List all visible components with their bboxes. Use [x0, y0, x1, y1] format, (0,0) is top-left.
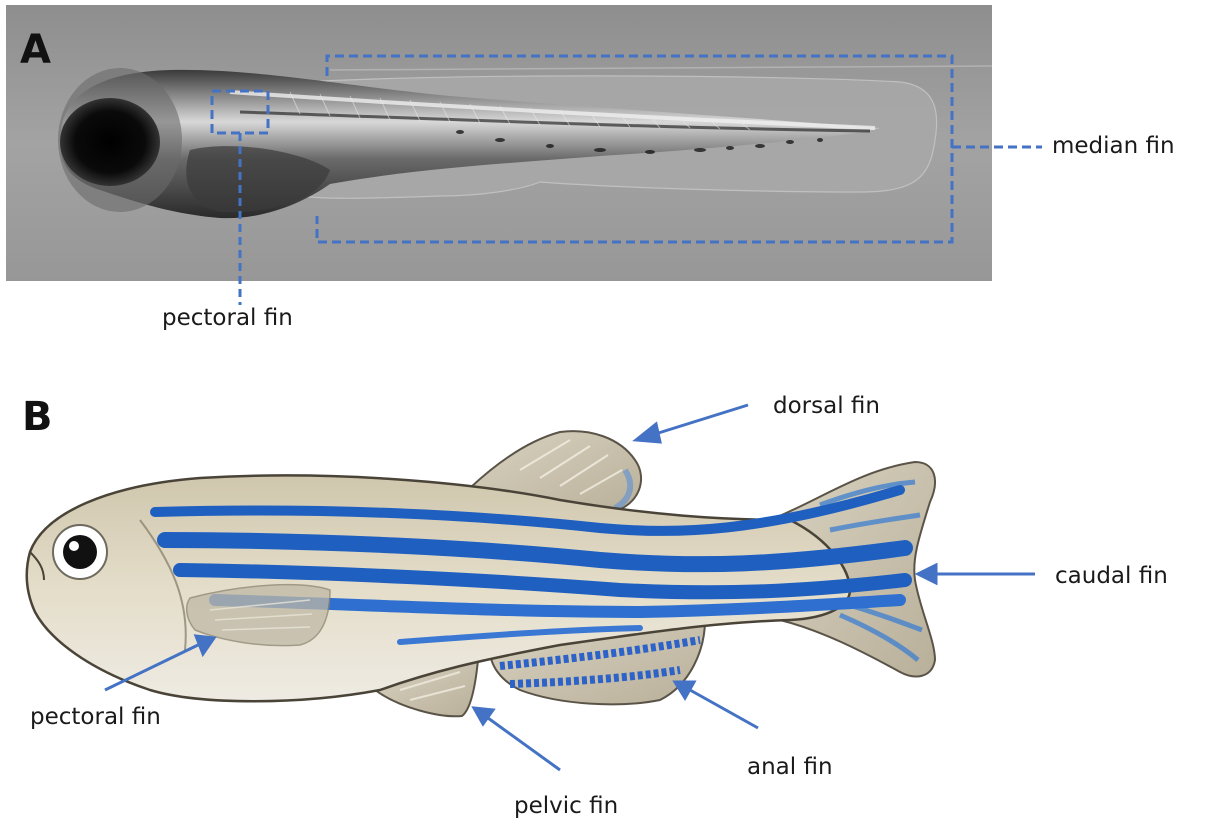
median-fin-label: median fin — [1052, 135, 1175, 158]
panel-a-letter: A — [20, 30, 51, 70]
anal-fin-label: anal fin — [747, 756, 833, 779]
panel-a-micrograph — [6, 5, 1042, 305]
anal-fin-arrow — [690, 690, 758, 728]
pectoral-fin-label-a: pectoral fin — [162, 307, 293, 330]
larva-eye — [60, 98, 160, 186]
caudal-fin-label: caudal fin — [1055, 565, 1168, 588]
pectoral-fin-label-b: pectoral fin — [30, 706, 161, 729]
dorsal-fin-label: dorsal fin — [773, 395, 880, 418]
pelvic-fin-arrow — [488, 718, 560, 770]
panel-b-illustration — [27, 405, 1035, 770]
pelvic-fin-label: pelvic fin — [514, 795, 618, 818]
panel-b-letter: B — [22, 397, 53, 437]
dorsal-fin-arrow — [652, 405, 748, 435]
